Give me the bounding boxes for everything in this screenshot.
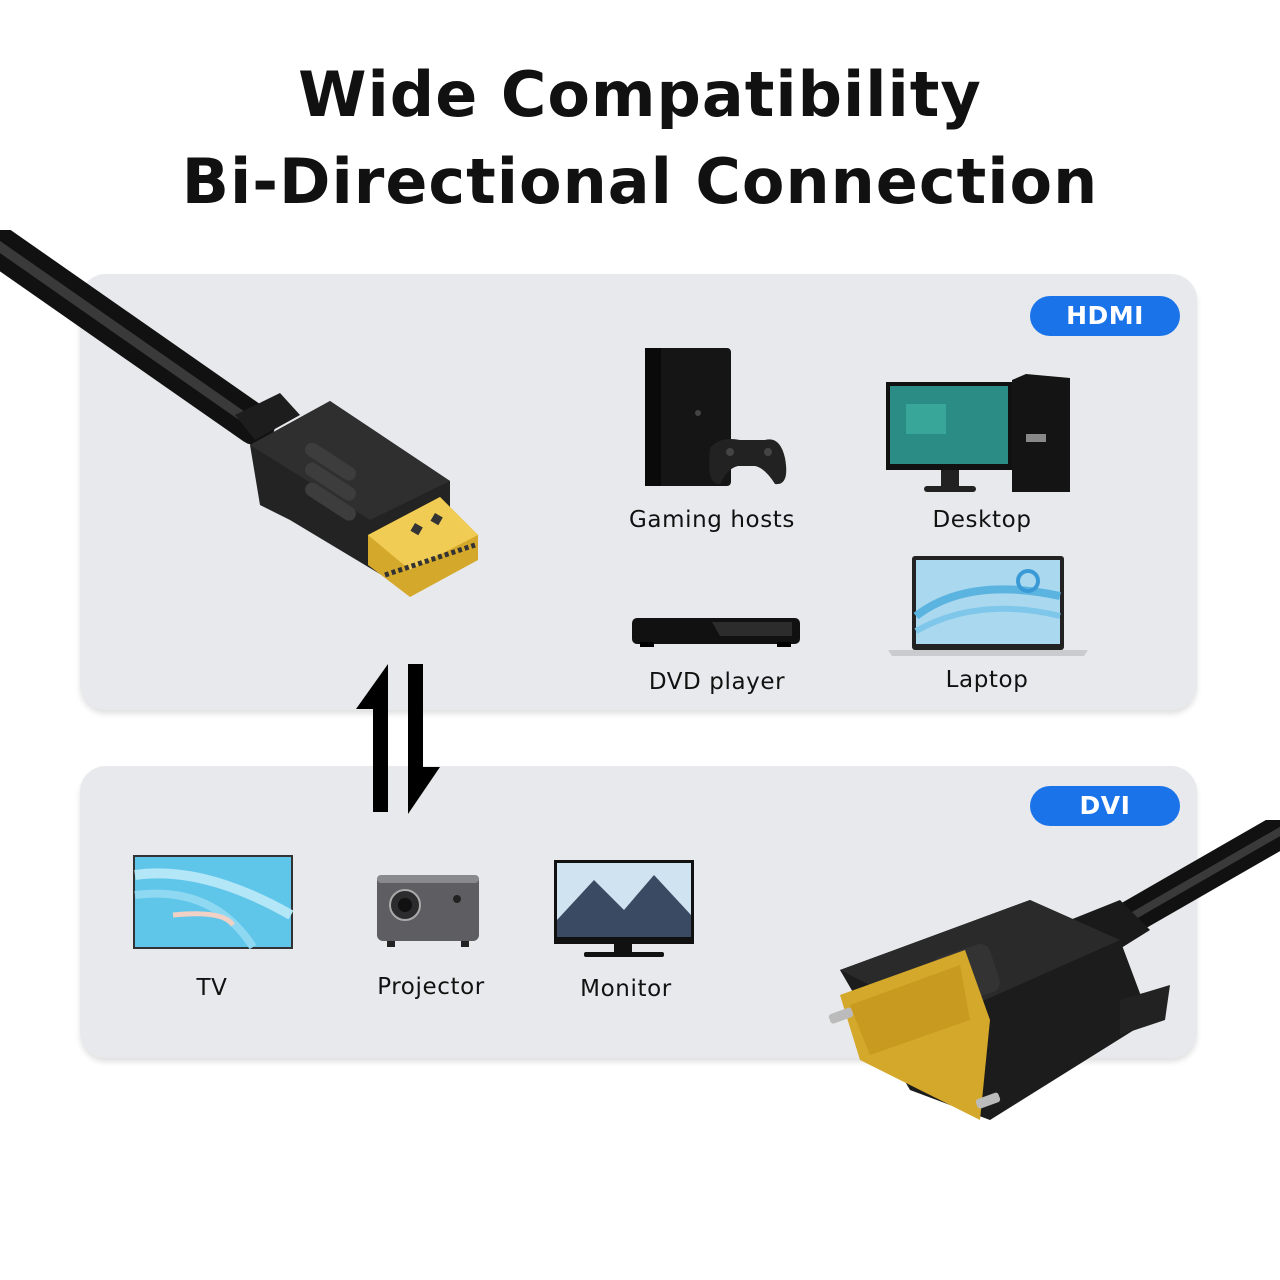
- device-label-dvd-player: DVD player: [648, 669, 786, 695]
- projector-icon: [377, 875, 481, 951]
- monitor-icon: [554, 860, 696, 960]
- title-line-1: Wide Compatibility: [298, 58, 982, 131]
- device-label-tv: TV: [196, 975, 228, 1001]
- device-label-desktop: Desktop: [932, 507, 1032, 533]
- bidirectional-arrows-icon: [356, 664, 446, 816]
- title-line-2: Bi-Directional Connection: [181, 145, 1099, 218]
- hdmi-connector-icon: [0, 230, 500, 610]
- desktop-computer-icon: [886, 374, 1072, 496]
- dvi-connector-icon: [820, 820, 1280, 1160]
- dvi-badge: DVI: [1030, 786, 1180, 826]
- device-label-monitor: Monitor: [580, 976, 672, 1002]
- device-label-gaming-hosts: Gaming hosts: [628, 507, 796, 533]
- device-label-projector: Projector: [377, 974, 485, 1000]
- hdmi-badge: HDMI: [1030, 296, 1180, 336]
- laptop-icon: [888, 556, 1088, 658]
- device-label-laptop: Laptop: [945, 667, 1029, 693]
- dvd-player-icon: [632, 616, 802, 648]
- game-console-icon: [640, 348, 790, 488]
- tv-icon: [133, 855, 295, 951]
